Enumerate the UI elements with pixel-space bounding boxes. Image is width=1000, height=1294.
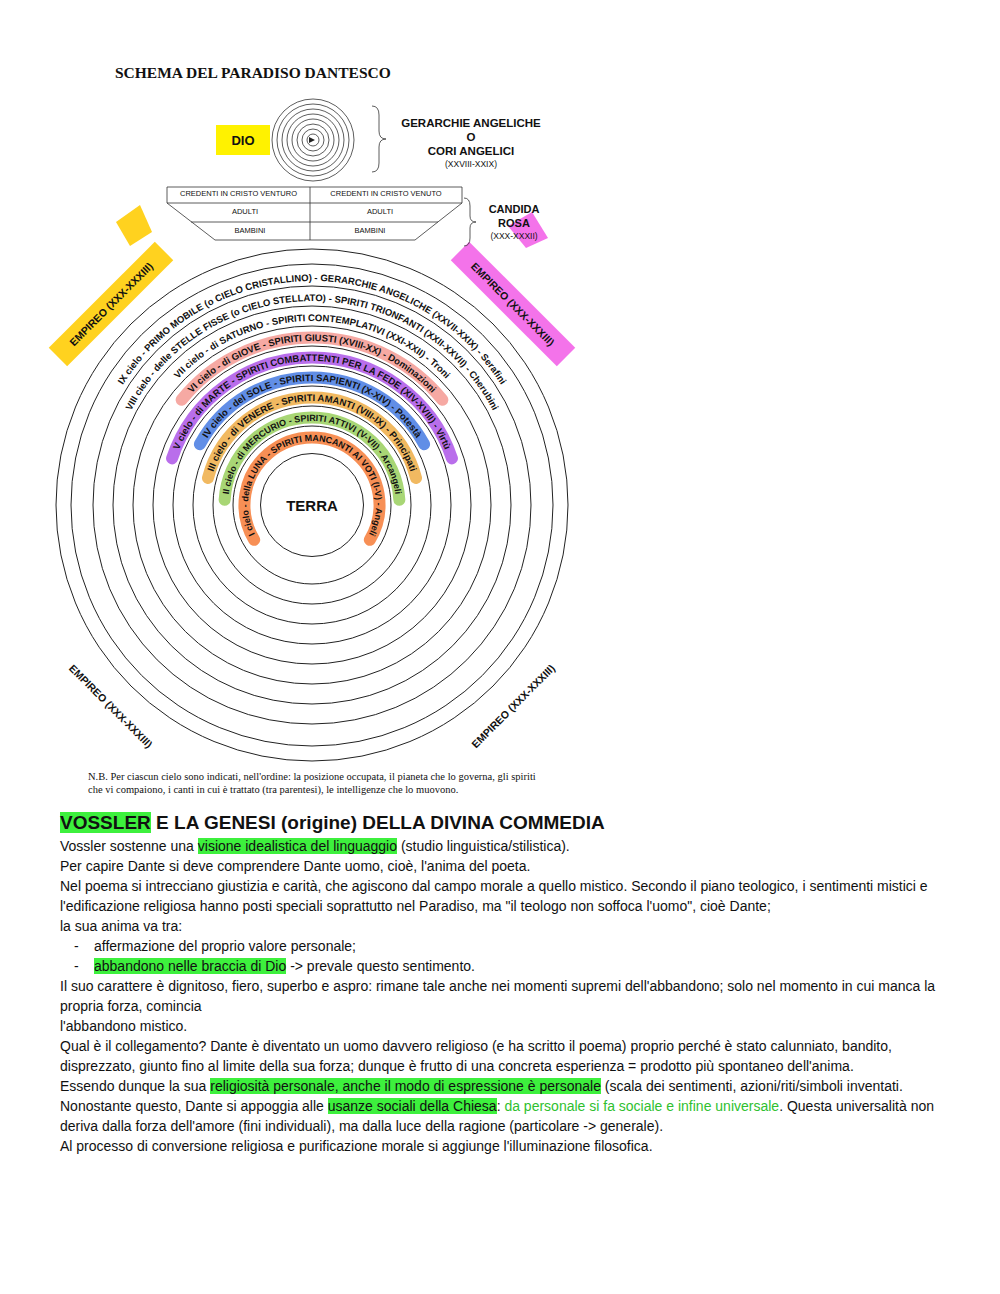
text-run: abbandono nelle braccia di Dio: [94, 958, 286, 974]
paragraph: Nonostante questo, Dante si appoggia all…: [60, 1096, 945, 1136]
scheme-label: O: [386, 131, 556, 144]
god-point: [309, 137, 315, 143]
notes-heading: VOSSLER E LA GENESI (origine) DELLA DIVI…: [60, 810, 945, 836]
text-run: usanze sociali della Chiesa: [328, 1098, 497, 1114]
god-ring: [302, 129, 324, 151]
bullet-item: -abbandono nelle braccia di Dio -> preva…: [60, 956, 945, 976]
paragraph: Al processo di conversione religiosa e p…: [60, 1136, 945, 1156]
paragraph: Qual è il collegamento? Dante è diventat…: [60, 1036, 945, 1076]
text-run: -> prevale questo sentimento.: [290, 958, 475, 974]
heaven-label-path: IX cielo - PRIMO MOBILE (o CIELO CRISTAL…: [115, 272, 508, 386]
text-run: l'abbandono mistico.: [60, 1018, 187, 1034]
heaven-labels: EMPIREO (XXX-XXXIII) EMPIREO (XXX-XXXIII)…: [67, 260, 557, 750]
heaven-circle: [233, 426, 391, 584]
bullet-dash: -: [74, 936, 79, 956]
text-run: da personale si fa sociale e infine univ…: [504, 1098, 779, 1114]
paragraph: l'abbandono mistico.: [60, 1016, 945, 1036]
empireo-label: EMPIREO (XXX-XXXIII): [469, 662, 557, 750]
god-ring: [292, 119, 334, 161]
scheme-label: BAMBINI: [200, 227, 300, 236]
paragraph: Il suo carattere è dignitoso, fiero, sup…: [60, 976, 945, 1016]
bullet-dash: -: [74, 956, 79, 976]
notes: VOSSLER E LA GENESI (origine) DELLA DIVI…: [60, 810, 945, 1156]
table-line: [462, 187, 463, 203]
god-ring: [307, 134, 319, 146]
scheme-label: ROSA: [474, 217, 554, 230]
table-line: [167, 187, 462, 188]
god-ring: [282, 109, 344, 171]
table-line: [310, 187, 311, 240]
bullet-item: -affermazione del proprio valore persona…: [60, 936, 945, 956]
empireo-label: EMPIREO (XXX-XXXIII): [67, 260, 155, 348]
scheme-label: BAMBINI: [320, 227, 420, 236]
earth-circle: TERRA: [260, 453, 364, 557]
scheme-label: CREDENTI IN CRISTO VENUTO: [311, 190, 461, 199]
text-run: visione idealistica del linguaggio: [198, 838, 397, 854]
table-line: [191, 222, 438, 223]
bracket: [372, 106, 386, 172]
scheme-label: ADULTI: [325, 208, 435, 217]
scheme-label: ADULTI: [190, 208, 300, 217]
text-run: (scala dei sentimenti, azioni/riti/simbo…: [605, 1078, 903, 1094]
table-line: [167, 203, 462, 204]
heaven-circle: [71, 264, 553, 746]
god-ring: [277, 104, 349, 176]
text-run: (studio linguistica/stilistica).: [401, 838, 570, 854]
paragraph: Vossler sostenne una visione idealistica…: [60, 836, 945, 856]
heaven-circles: [56, 249, 568, 761]
scheme-label: (XXVIII-XXIX): [386, 160, 556, 170]
heaven-circle: [56, 249, 568, 761]
text-run: :: [497, 1098, 501, 1114]
paragraph: Per capire Dante si deve comprendere Dan…: [60, 856, 945, 876]
bracket: [464, 198, 476, 246]
god-box: DIO: [216, 125, 270, 155]
scheme-label: CANDIDA: [474, 203, 554, 216]
god-ring: [272, 99, 354, 181]
heaven-label: IX cielo - PRIMO MOBILE (o CIELO CRISTAL…: [115, 272, 508, 386]
text-run: Al processo di conversione religiosa e p…: [60, 1138, 653, 1154]
heaven-circle: [173, 366, 451, 644]
table-line: [167, 187, 168, 203]
text-run: Vossler sostenne una: [60, 838, 194, 854]
scheme-label: GERARCHIE ANGELICHE: [386, 117, 556, 130]
yellow-highlight: [116, 205, 152, 246]
empireo-label: EMPIREO (XXX-XXXIII): [469, 260, 557, 348]
heaven-circle: [93, 286, 531, 724]
text-run: Il suo carattere è dignitoso, fiero, sup…: [60, 978, 935, 1014]
text-run: Per capire Dante si deve comprendere Dan…: [60, 858, 530, 874]
text-run: Qual è il collegamento? Dante è diventat…: [60, 1038, 892, 1074]
heaven-circle: [133, 326, 491, 684]
text-run: VOSSLER: [60, 812, 151, 833]
node-label: TERRA: [286, 497, 338, 514]
god-ring: [297, 124, 329, 156]
text-run: Essendo dunque la sua: [60, 1078, 206, 1094]
caption: N.B. Per ciascun cielo sono indicati, ne…: [88, 771, 550, 796]
heaven-circle: [153, 346, 471, 664]
heaven-circle: [113, 306, 511, 704]
paragraph: Nel poema si intrecciano giustizia e car…: [60, 876, 945, 916]
trapezoid: [167, 203, 462, 240]
node-label: DIO: [231, 133, 254, 148]
text-run: la sua anima va tra:: [60, 918, 182, 934]
text-run: religiosità personale, anche il modo di …: [210, 1078, 601, 1094]
god-circles: [272, 99, 354, 181]
paragraph: la sua anima va tra:: [60, 916, 945, 936]
text-run: E LA GENESI (origine) DELLA DIVINA COMME…: [156, 812, 605, 833]
text-run: Nel poema si intrecciano giustizia e car…: [60, 878, 928, 914]
heaven-circle: [213, 406, 411, 604]
god-ring: [287, 114, 339, 166]
text-run: Nonostante questo, Dante si appoggia all…: [60, 1098, 324, 1114]
title: SCHEMA DEL PARADISO DANTESCO: [115, 64, 391, 82]
scheme-label: CORI ANGELICI: [386, 145, 556, 158]
scheme-label: (XXX-XXXII): [474, 232, 554, 242]
heaven-circle: [193, 386, 431, 624]
paragraph: Essendo dunque la sua religiosità person…: [60, 1076, 945, 1096]
empireo-label: EMPIREO (XXX-XXXIII): [67, 662, 155, 750]
scheme-label: CREDENTI IN CRISTO VENTURO: [168, 190, 309, 199]
text-run: affermazione del proprio valore personal…: [94, 938, 356, 954]
